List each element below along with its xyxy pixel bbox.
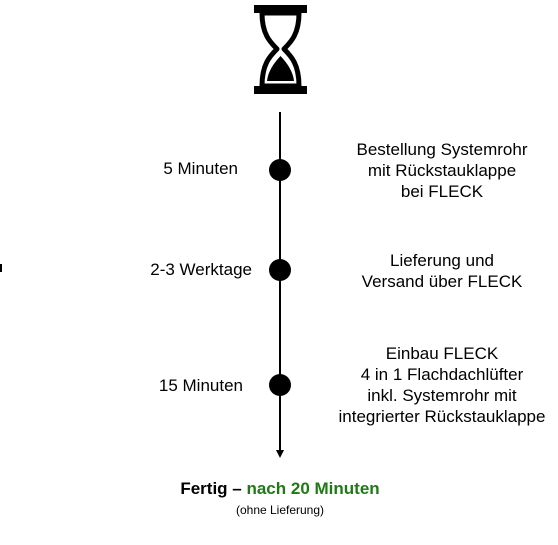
step-description-2: Lieferung und Versand über FLECK	[361, 251, 523, 291]
milestone-dot-3	[269, 374, 291, 396]
edge-mark	[0, 264, 2, 272]
step-time-1: 5 Minuten	[163, 159, 238, 178]
step-time-3: 15 Minuten	[158, 376, 243, 395]
result-prefix: Fertig –	[180, 479, 247, 498]
step-description-3: Einbau FLECK 4 in 1 Flachdachlüfter inkl…	[338, 344, 546, 426]
hourglass-icon	[254, 5, 307, 94]
timeline-arrowhead	[276, 450, 284, 458]
result-duration: nach 20 Minuten	[246, 479, 380, 498]
result-note: (ohne Lieferung)	[235, 503, 325, 517]
milestone-dot-2	[269, 259, 291, 281]
result-footer: Fertig – nach 20 Minuten (ohne Lieferung…	[0, 478, 558, 518]
result-line: Fertig – nach 20 Minuten	[2, 478, 558, 500]
step-description-1: Bestellung Systemrohr mit Rückstauklappe…	[356, 140, 528, 201]
milestone-dot-1	[269, 159, 291, 181]
step-time-2: 2-3 Werktage	[150, 260, 252, 279]
